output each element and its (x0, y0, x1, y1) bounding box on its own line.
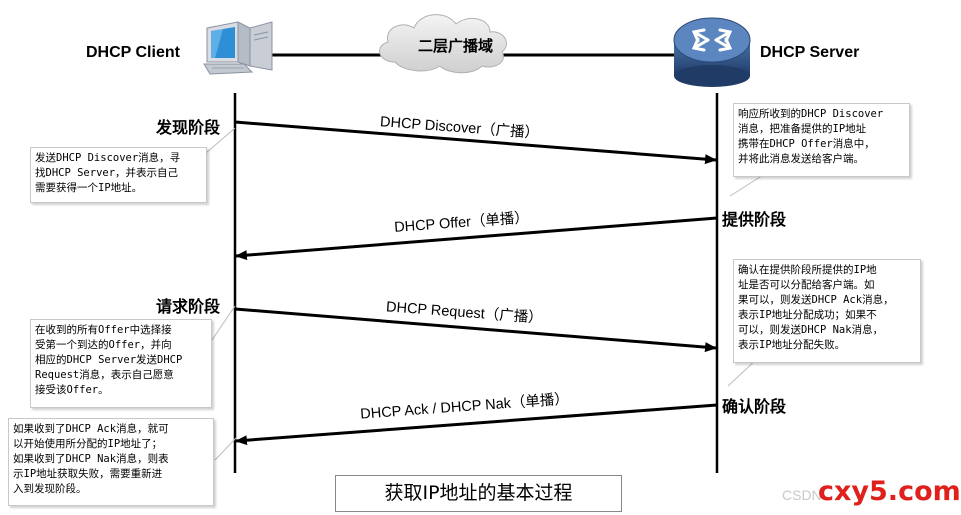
ack-phase-label: 确认阶段 (722, 397, 787, 416)
server-ack-note: 确认在提供阶段所提供的IP地 址是否可以分配给客户端。如 果可以，则发送DHCP… (733, 259, 921, 363)
watermark-brand: cxy5.com (818, 476, 961, 507)
client-label: DHCP Client (86, 44, 180, 61)
server-label: DHCP Server (760, 44, 860, 61)
discover-phase-label: 发现阶段 (156, 118, 221, 137)
diagram-caption: 获取IP地址的基本过程 (335, 475, 622, 512)
router-icon (673, 17, 751, 87)
computer-icon (203, 21, 273, 75)
offer-arrow (235, 216, 718, 261)
client-discover-note: 发送DHCP Discover消息，寻 找DHCP Server，并表示自己 需… (30, 147, 207, 203)
discover-arrow (234, 120, 717, 165)
request-phase-label: 请求阶段 (156, 297, 221, 316)
ack-arrow (235, 403, 718, 446)
network-label: 二层广播域 (418, 37, 494, 55)
client-request-note: 在收到的所有Offer中选择接 受第一个到达的Offer，并向 相应的DHCP … (30, 319, 212, 408)
client-result-note: 如果收到了DHCP Ack消息，就可 以开始使用所分配的IP地址了； 如果收到了… (8, 418, 214, 506)
cloud-icon (379, 14, 507, 74)
server-offer-note: 响应所收到的DHCP Discover 消息，把准备提供的IP地址 携带在DHC… (733, 103, 910, 177)
sequence-diagram (203, 14, 769, 473)
watermark-faint: CSDN (782, 487, 822, 503)
request-arrow (234, 307, 717, 353)
offer-phase-label: 提供阶段 (722, 210, 787, 229)
